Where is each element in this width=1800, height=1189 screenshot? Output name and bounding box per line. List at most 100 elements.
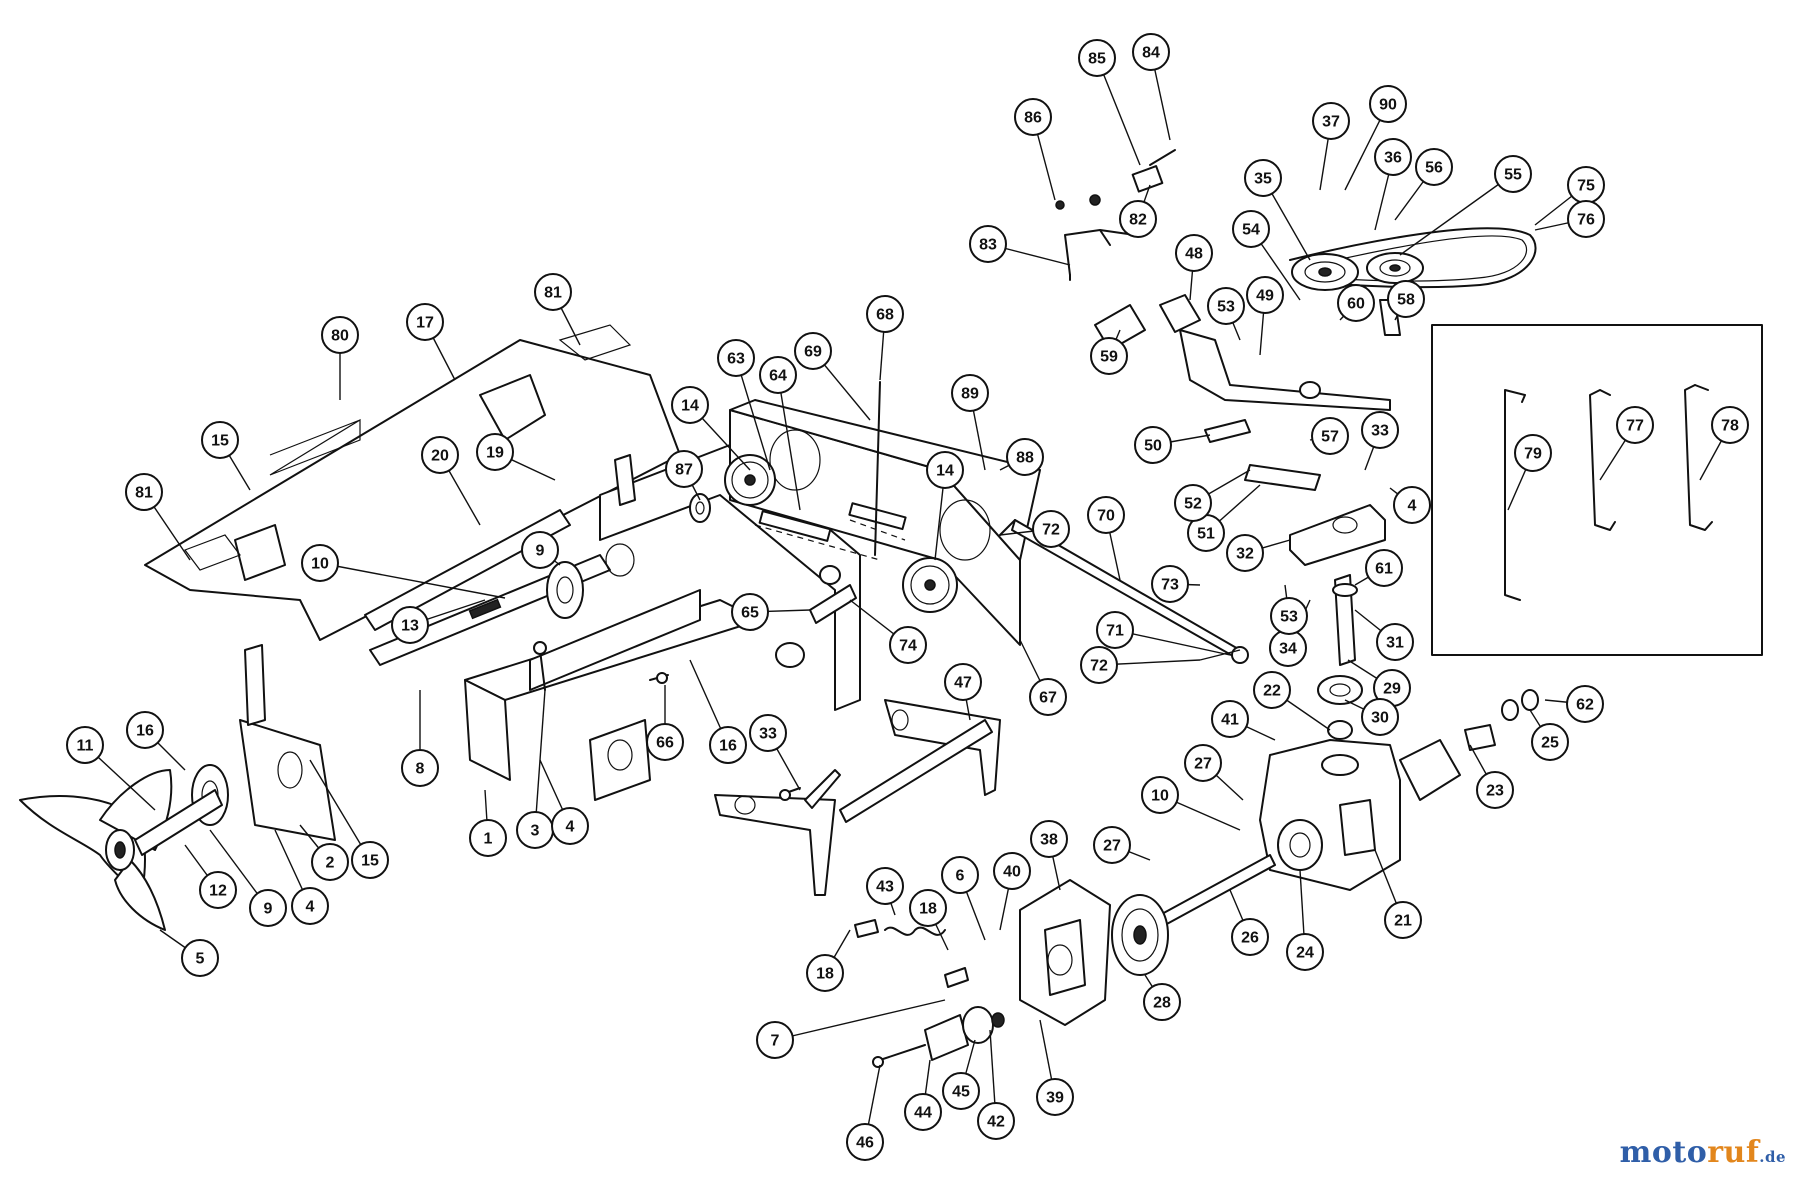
callout-label: 86 xyxy=(1024,110,1042,127)
callout-label: 56 xyxy=(1425,160,1443,177)
callout-circle xyxy=(993,852,1031,890)
callout-4: 4 xyxy=(291,887,329,925)
callout-44: 44 xyxy=(904,1093,942,1131)
callout-27: 27 xyxy=(1184,744,1222,782)
callout-label: 49 xyxy=(1256,288,1274,305)
callout-label: 63 xyxy=(727,351,745,368)
callout-39: 39 xyxy=(1036,1078,1074,1116)
callout-16: 16 xyxy=(126,711,164,749)
callout-label: 85 xyxy=(1088,51,1106,68)
callout-69: 69 xyxy=(794,332,832,370)
callout-14: 14 xyxy=(671,386,709,424)
callout-81: 81 xyxy=(534,273,572,311)
callout-34: 34 xyxy=(1269,629,1307,667)
callout-circle xyxy=(1567,200,1605,238)
callout-circle xyxy=(944,663,982,701)
callout-label: 10 xyxy=(311,556,329,573)
callout-9: 9 xyxy=(249,889,287,927)
callout-17: 17 xyxy=(406,303,444,341)
callout-label: 6 xyxy=(956,868,965,885)
callout-label: 58 xyxy=(1397,292,1415,309)
callout-51: 51 xyxy=(1187,514,1225,552)
callout-78: 78 xyxy=(1711,406,1749,444)
callout-circle xyxy=(1032,510,1070,548)
callout-label: 84 xyxy=(1142,45,1160,62)
callout-label: 25 xyxy=(1541,735,1559,752)
callout-circle xyxy=(1080,646,1118,684)
callout-circle xyxy=(866,295,904,333)
callout-65: 65 xyxy=(731,593,769,631)
callout-label: 50 xyxy=(1144,438,1162,455)
callout-circle xyxy=(1566,685,1604,723)
watermark-part1: moto xyxy=(1619,1135,1708,1170)
callout-55: 55 xyxy=(1494,155,1532,193)
callout-circle xyxy=(1387,280,1425,318)
callout-circle xyxy=(909,889,947,927)
callout-label: 74 xyxy=(899,638,917,655)
callout-24: 24 xyxy=(1286,933,1324,971)
callout-14: 14 xyxy=(926,451,964,489)
callout-circle xyxy=(1711,406,1749,444)
watermark-part3: .de xyxy=(1759,1148,1786,1166)
callout-label: 66 xyxy=(656,735,674,752)
callout-30: 30 xyxy=(1361,698,1399,736)
callout-label: 13 xyxy=(401,618,419,635)
callout-label: 17 xyxy=(416,315,434,332)
callout-circle xyxy=(1231,918,1269,956)
callout-circle xyxy=(1244,159,1282,197)
callout-label: 16 xyxy=(719,738,737,755)
callout-53: 53 xyxy=(1207,287,1245,325)
callout-circle xyxy=(1415,148,1453,186)
callout-circle xyxy=(1175,234,1213,272)
callout-38: 38 xyxy=(1030,820,1068,858)
sprocket-upper xyxy=(724,454,776,506)
callout-68: 68 xyxy=(866,295,904,333)
callout-circle xyxy=(126,711,164,749)
callout-27: 27 xyxy=(1093,826,1131,864)
callout-label: 89 xyxy=(961,386,979,403)
shield-plate xyxy=(364,509,571,631)
callout-circle xyxy=(749,714,787,752)
callout-circle xyxy=(951,374,989,412)
callout-label: 2 xyxy=(326,855,335,872)
callout-circle xyxy=(1006,438,1044,476)
callout-26: 26 xyxy=(1231,918,1269,956)
callout-label: 87 xyxy=(675,462,693,479)
callout-50: 50 xyxy=(1134,426,1172,464)
pulley-main xyxy=(1291,253,1359,291)
callout-circle xyxy=(1374,138,1412,176)
callout-leader-71 xyxy=(1114,629,1231,656)
callout-circle xyxy=(1151,565,1189,603)
callout-49: 49 xyxy=(1246,276,1284,314)
callout-label: 37 xyxy=(1322,114,1340,131)
callout-label: 29 xyxy=(1383,681,1401,698)
callout-leader-85 xyxy=(1096,57,1141,166)
callout-circle xyxy=(1312,102,1350,140)
callout-circle xyxy=(311,843,349,881)
callout-label: 67 xyxy=(1039,690,1057,707)
callout-73: 73 xyxy=(1151,565,1189,603)
callout-label: 4 xyxy=(1408,498,1417,515)
callout-72: 72 xyxy=(1080,646,1118,684)
callout-label: 64 xyxy=(769,368,787,385)
callout-label: 57 xyxy=(1321,429,1339,446)
callout-leader-64 xyxy=(777,374,801,511)
callout-53: 53 xyxy=(1270,597,1308,635)
callout-label: 8 xyxy=(416,761,425,778)
callout-59: 59 xyxy=(1090,337,1128,375)
callout-circle xyxy=(301,544,339,582)
callout-46: 46 xyxy=(846,1123,884,1161)
inset-clips xyxy=(1431,324,1763,656)
callout-circle xyxy=(551,807,589,845)
callout-circle xyxy=(1207,287,1245,325)
callout-circle xyxy=(1531,723,1569,761)
callout-74: 74 xyxy=(889,626,927,664)
callout-circle xyxy=(351,841,389,879)
callout-63: 63 xyxy=(717,339,755,377)
callout-label: 10 xyxy=(1151,788,1169,805)
callout-circle xyxy=(1143,983,1181,1021)
callout-19: 19 xyxy=(476,433,514,471)
callout-label: 28 xyxy=(1153,995,1171,1012)
callout-40: 40 xyxy=(993,852,1031,890)
callout-label: 70 xyxy=(1097,508,1115,525)
